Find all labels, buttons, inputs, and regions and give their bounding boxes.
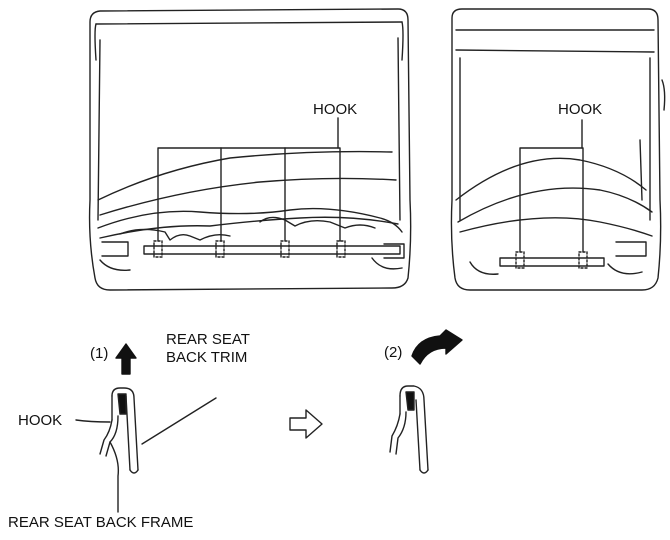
step-1-label: (1) (90, 345, 109, 362)
hook-detail-label: HOOK (18, 412, 63, 429)
rear-seat-back-trim-label: REAR SEAT BACK TRIM (166, 331, 250, 367)
hook-label-left-panel: HOOK (313, 101, 358, 118)
outline-right-arrow-icon (289, 409, 323, 439)
trim-label-line-2: BACK TRIM (166, 349, 248, 366)
hook-label-right-panel: HOOK (558, 101, 603, 118)
hook-detail-1 (75, 343, 217, 513)
up-arrow-icon (115, 343, 137, 375)
trim-label-line-1: REAR SEAT (166, 331, 250, 348)
left-seat-back-panel (88, 8, 412, 291)
step-2-label: (2) (384, 344, 403, 361)
curved-arrow-icon (411, 329, 463, 365)
hook-detail-2 (389, 329, 463, 474)
right-seat-back-panel (450, 8, 666, 291)
rear-seat-back-frame-label: REAR SEAT BACK FRAME (8, 514, 194, 531)
